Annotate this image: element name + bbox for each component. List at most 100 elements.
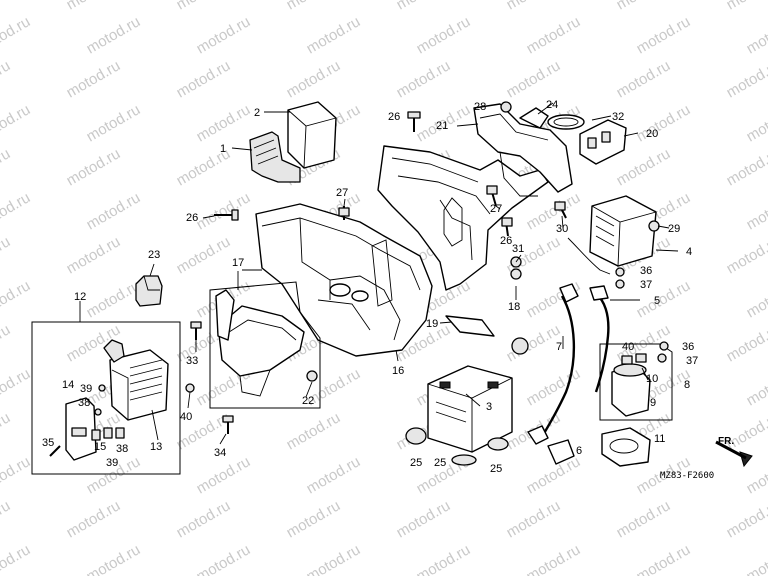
callout-26b: 26 — [388, 111, 400, 123]
part-5-cable — [589, 285, 610, 393]
callout-4: 4 — [686, 246, 692, 258]
part-21-upper-case — [377, 145, 549, 291]
watermark-text: motod.ru — [744, 277, 768, 321]
watermark-text: motod.ru — [614, 145, 674, 189]
part-4-regulator — [567, 195, 657, 275]
callout-27a: 27 — [336, 187, 348, 199]
callout-22: 22 — [302, 395, 314, 407]
watermark-text: motod.ru — [524, 365, 584, 409]
part-1-holder — [249, 131, 301, 183]
part-24-clip — [519, 107, 549, 129]
callout-16: 16 — [392, 365, 404, 377]
watermark-text: motod.ru — [194, 101, 254, 145]
watermark-text: motod.ru — [614, 57, 674, 101]
part-13-fuse-box — [103, 339, 169, 421]
part-6-terminal — [527, 425, 575, 465]
callout-11: 11 — [654, 433, 665, 445]
callout-1: 1 — [220, 143, 226, 155]
watermark-text: motod.ru — [0, 189, 33, 233]
callout-21: 21 — [436, 120, 448, 132]
watermark-text: motod.ru — [84, 189, 144, 233]
watermark-text: motod.ru — [304, 541, 364, 576]
part-3-battery — [427, 365, 513, 453]
callout-6: 6 — [576, 445, 582, 457]
watermark-text: motod.ru — [524, 13, 584, 57]
watermark-text: motod.ru — [744, 541, 768, 576]
part-28-nut — [500, 101, 512, 113]
callout-15: 15 — [94, 441, 106, 453]
part-25-rubber-b — [451, 454, 477, 466]
callout-39a: 39 — [80, 383, 92, 395]
watermark-text: motod.ru — [414, 541, 474, 576]
callout-13: 13 — [150, 441, 162, 453]
callout-3: 3 — [486, 401, 492, 413]
callout-26a: 26 — [186, 212, 198, 224]
watermark-text: motod.ru — [0, 13, 33, 57]
watermark-text: motod.ru — [194, 189, 254, 233]
watermark-text: motod.ru — [0, 365, 33, 409]
callout-38b: 38 — [116, 443, 128, 455]
callout-28: 28 — [474, 101, 486, 113]
part-25-rubber-a — [405, 427, 427, 445]
watermark-text: motod.ru — [284, 409, 344, 453]
watermark-text: motod.ru — [304, 453, 364, 497]
watermark-text: motod.ru — [0, 0, 13, 13]
callout-29: 29 — [668, 223, 680, 235]
callout-30: 30 — [556, 223, 568, 235]
part-25-rubber-d — [511, 337, 529, 355]
watermark-text: motod.ru — [394, 57, 454, 101]
watermark-text: motod.ru — [0, 541, 33, 576]
watermark-text: motod.ru — [284, 497, 344, 541]
watermark-text: motod.ru — [0, 321, 13, 365]
part-10-terminal — [621, 353, 647, 365]
diagram-code: MZ83-F2600 — [660, 471, 714, 481]
callout-25a: 25 — [410, 457, 422, 469]
watermark-text: motod.ru — [0, 145, 13, 189]
group-17-frame — [209, 281, 321, 409]
front-label: FR. — [718, 436, 734, 447]
callout-8: 8 — [684, 379, 690, 391]
watermark-text: motod.ru — [194, 541, 254, 576]
part-7-cable — [538, 283, 579, 441]
watermark-text: motod.ru — [744, 101, 768, 145]
callout-31: 31 — [512, 243, 524, 255]
callout-23: 23 — [148, 249, 160, 261]
callout-26c: 26 — [500, 235, 512, 247]
callout-39b: 39 — [106, 457, 118, 469]
callout-12: 12 — [74, 291, 86, 303]
watermark-text: motod.ru — [724, 497, 768, 541]
watermark-text: motod.ru — [64, 57, 124, 101]
watermark-text: motod.ru — [524, 277, 584, 321]
callout-40b: 40 — [622, 341, 634, 353]
callout-38a: 38 — [78, 397, 90, 409]
callout-25c: 25 — [490, 463, 502, 475]
bolts-icon — [49, 111, 669, 457]
watermark-text: motod.ru — [724, 321, 768, 365]
watermark-text: motod.ru — [174, 57, 234, 101]
part-23-cap — [135, 275, 163, 307]
watermark-text: motod.ru — [634, 541, 694, 576]
watermark-text: motod.ru — [394, 0, 454, 13]
watermark-text: motod.ru — [614, 0, 674, 13]
callout-14: 14 — [62, 379, 74, 391]
watermark-text: motod.ru — [284, 0, 344, 13]
watermark-text: motod.ru — [0, 453, 33, 497]
watermark-text: motod.ru — [174, 233, 234, 277]
front-arrow-icon — [715, 440, 753, 468]
watermark-text: motod.ru — [84, 277, 144, 321]
callout-32: 32 — [612, 111, 624, 123]
watermark-text: motod.ru — [194, 453, 254, 497]
watermark-text: motod.ru — [64, 145, 124, 189]
leader-lines — [79, 102, 679, 445]
watermark-text: motod.ru — [744, 189, 768, 233]
watermark-text: motod.ru — [504, 0, 564, 13]
callout-labels: 1 2 3 4 5 6 7 8 9 10 11 12 13 14 15 16 1… — [42, 99, 698, 475]
watermark-text: motod.ru — [634, 13, 694, 57]
part-17-bracket — [215, 289, 305, 397]
watermark-text: motod.ru — [284, 57, 344, 101]
watermark-text: motod.ru — [174, 0, 234, 13]
watermark-text: motod.ru — [614, 497, 674, 541]
callout-20: 20 — [646, 128, 658, 140]
group-12-frame — [31, 321, 181, 475]
